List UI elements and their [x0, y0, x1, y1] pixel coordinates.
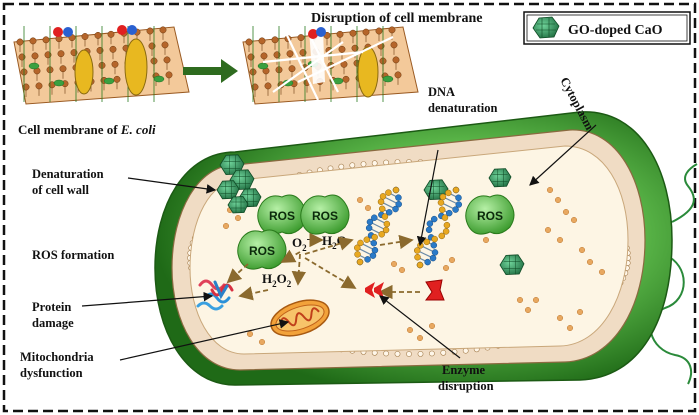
- superoxide-formula: O2-: [292, 233, 311, 253]
- legend-nanoparticle-icon: [532, 16, 560, 39]
- membrane-label: Cell membrane of E. coli: [18, 122, 156, 137]
- ros-bubble: ROS: [237, 229, 287, 270]
- ros-bubble: ROS: [465, 194, 515, 235]
- label-ros-formation: ROS formation: [32, 248, 114, 262]
- label-protein-1: Protein: [32, 300, 71, 314]
- ros-bubble: ROS: [300, 194, 350, 235]
- pointer-enzyme: [379, 295, 461, 359]
- label-mitochondria-2: dysfunction: [20, 366, 83, 380]
- enzyme-intact: [425, 279, 445, 301]
- label-enzyme-2: disruption: [438, 379, 494, 393]
- svg-text:ROS: ROS: [269, 209, 295, 223]
- svg-text:ROS: ROS: [249, 244, 275, 258]
- label-mitochondria-1: Mitochondria: [20, 350, 94, 364]
- label-dna-1: DNA: [428, 85, 455, 99]
- legend-label: GO-doped CaO: [568, 23, 663, 38]
- legend: GO-doped CaO: [523, 11, 691, 45]
- damaged-protein: [196, 279, 234, 311]
- membrane-disrupted: [242, 26, 419, 105]
- dna-helix: [354, 186, 402, 266]
- membrane-intact: [13, 25, 190, 105]
- pointer-mitochondria: [119, 319, 290, 361]
- label-dna-2: denaturation: [428, 101, 498, 115]
- pointer-cell-wall: [127, 177, 217, 194]
- svg-text:ROS: ROS: [312, 209, 338, 223]
- pointer-protein: [81, 291, 214, 307]
- nanoparticles: [216, 154, 525, 276]
- disruption-label: Disruption of cell membrane: [311, 11, 482, 26]
- label-cell-wall-2: of cell wall: [32, 183, 89, 197]
- label-protein-2: damage: [32, 316, 74, 330]
- peroxide-formula: H2O2: [262, 271, 292, 289]
- pointer-dna: [416, 149, 439, 247]
- svg-text:ROS: ROS: [477, 209, 503, 223]
- enzyme-disrupted: [365, 282, 384, 298]
- label-enzyme-1: Enzyme: [442, 363, 486, 377]
- arrow-membrane-transition: [183, 59, 238, 83]
- ros-bubble: ROS: [257, 194, 307, 235]
- ros-reaction-arrows: [226, 232, 420, 301]
- label-cell-wall-1: Denaturation: [32, 167, 104, 181]
- pointer-cytoplasm: [529, 124, 597, 186]
